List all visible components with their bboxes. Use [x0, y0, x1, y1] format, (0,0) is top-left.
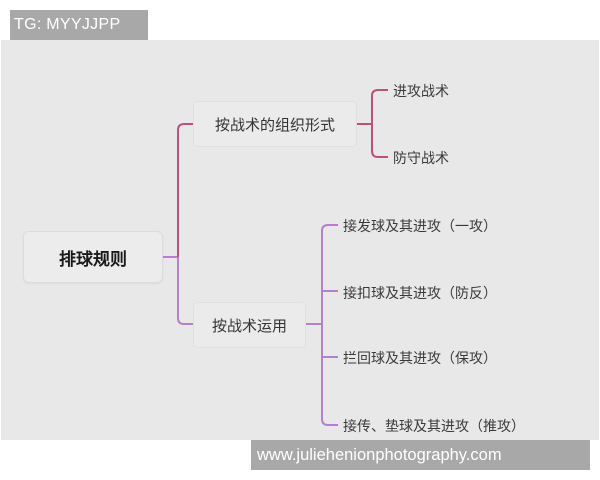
leaf-node-spike-receive[interactable]: 接扣球及其进攻（防反）	[343, 286, 497, 302]
branch-label: 按战术的组织形式	[214, 115, 335, 134]
root-label: 排球规则	[59, 249, 127, 270]
leaf-node-serve-receive[interactable]: 接发球及其进攻（一攻）	[343, 219, 497, 235]
watermark-url: www.juliehenionphotography.com	[251, 440, 590, 470]
branch-node-organization[interactable]: 按战术的组织形式	[193, 101, 357, 147]
root-node[interactable]: 排球规则	[23, 231, 163, 283]
branch-label: 按战术运用	[211, 316, 287, 335]
branch-node-application[interactable]: 按战术运用	[193, 302, 306, 348]
leaf-node-pass-dig[interactable]: 接传、垫球及其进攻（推攻）	[343, 419, 525, 435]
leaf-node-offense[interactable]: 进攻战术	[393, 84, 449, 100]
leaf-node-block-return[interactable]: 拦回球及其进攻（保攻）	[343, 351, 497, 367]
top-tag-label: TG: MYYJJPP	[10, 10, 148, 40]
leaf-node-defense[interactable]: 防守战术	[393, 151, 449, 167]
